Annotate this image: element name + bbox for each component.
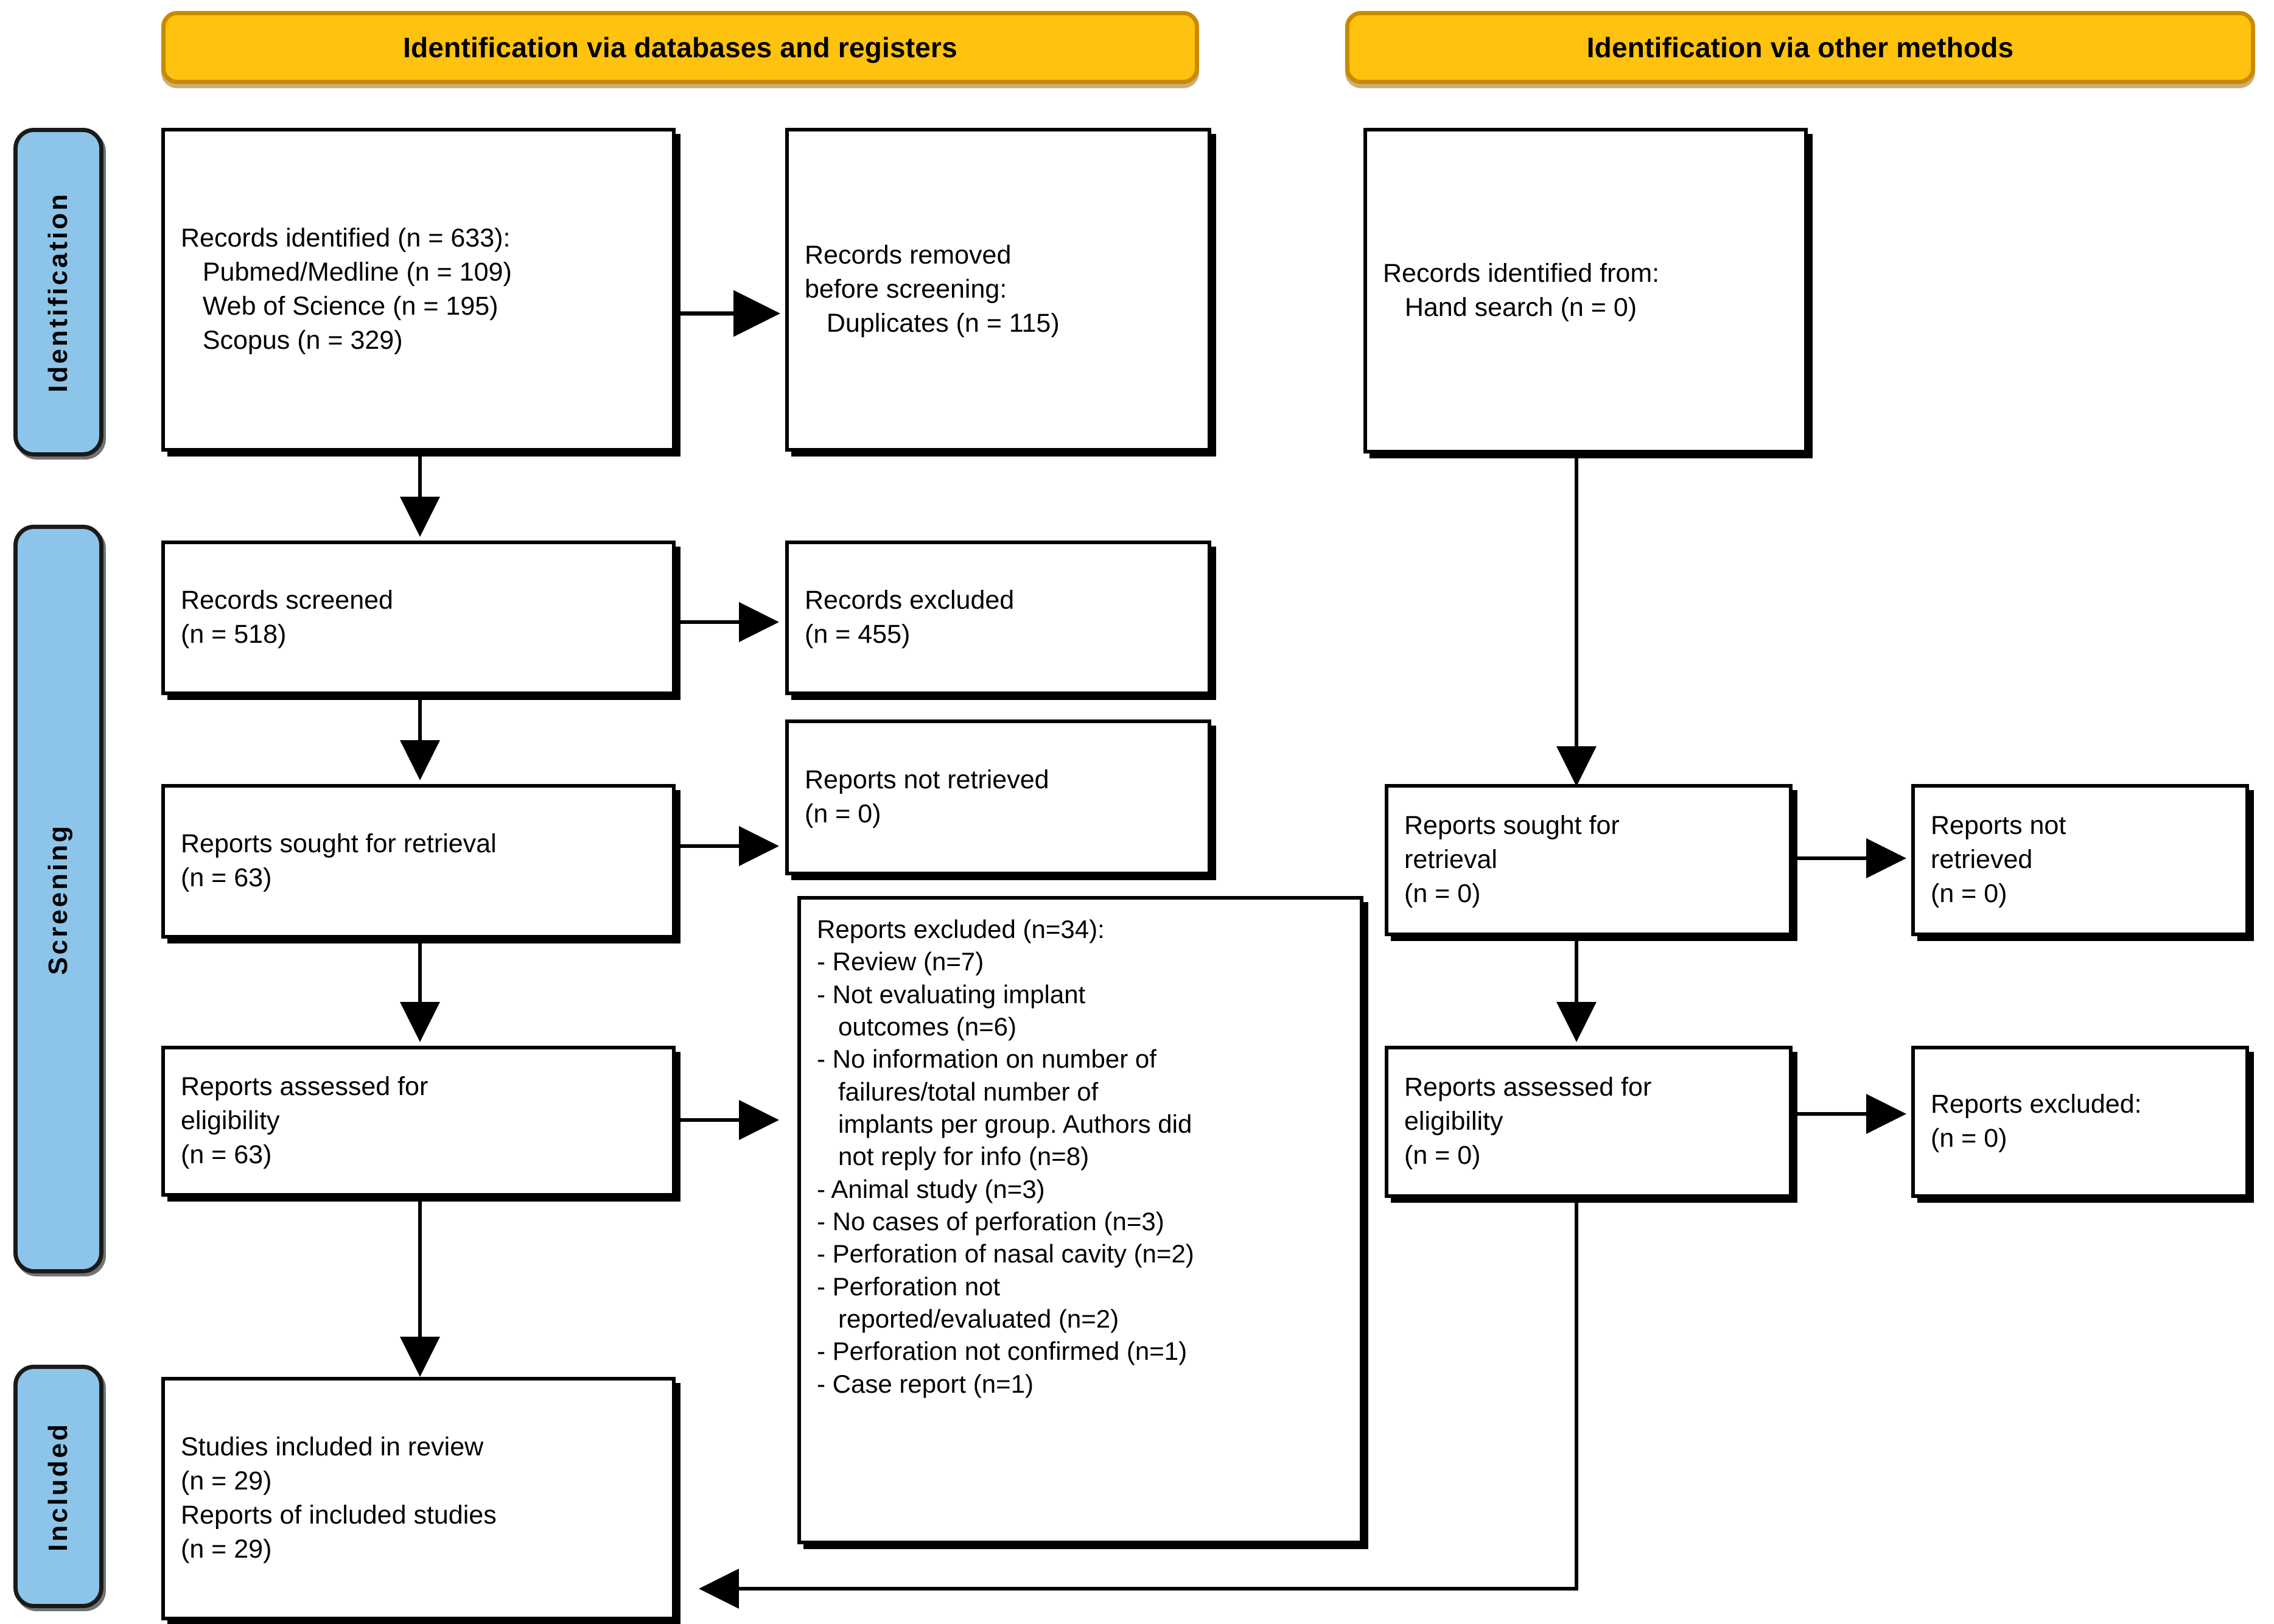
stage-label-identification: Identification bbox=[13, 128, 103, 457]
box-reports-sought-other: Reports sought for retrieval (n = 0) bbox=[1385, 784, 1793, 936]
box-reports-not-retrieved-other: Reports not retrieved (n = 0) bbox=[1911, 784, 2249, 936]
banner-identification-databases: Identification via databases and registe… bbox=[161, 11, 1199, 84]
box-reports-excluded-other: Reports excluded: (n = 0) bbox=[1911, 1046, 2249, 1198]
stage-label-screening: Screening bbox=[13, 525, 103, 1273]
box-reports-not-retrieved: Reports not retrieved (n = 0) bbox=[785, 719, 1211, 875]
stage-label-text: Screening bbox=[43, 823, 73, 975]
stage-label-text: Identification bbox=[43, 192, 73, 393]
box-records-screened: Records screened (n = 518) bbox=[161, 541, 676, 695]
box-records-identified: Records identified (n = 633): Pubmed/Med… bbox=[161, 128, 676, 452]
box-reports-assessed: Reports assessed for eligibility (n = 63… bbox=[161, 1046, 676, 1197]
stage-label-text: Included bbox=[43, 1421, 73, 1552]
box-records-identified-other: Records identified from: Hand search (n … bbox=[1363, 128, 1808, 453]
box-reports-sought: Reports sought for retrieval (n = 63) bbox=[161, 784, 676, 939]
stage-label-included: Included bbox=[13, 1365, 103, 1608]
box-reports-excluded-detail: Reports excluded (n=34): - Review (n=7) … bbox=[797, 896, 1363, 1544]
banner-identification-other: Identification via other methods bbox=[1345, 11, 2255, 84]
banner-label: Identification via other methods bbox=[1586, 32, 2014, 63]
box-reports-assessed-other: Reports assessed for eligibility (n = 0) bbox=[1385, 1046, 1793, 1198]
box-studies-included: Studies included in review (n = 29) Repo… bbox=[161, 1377, 676, 1620]
banner-label: Identification via databases and registe… bbox=[403, 32, 957, 63]
box-records-excluded: Records excluded (n = 455) bbox=[785, 541, 1211, 695]
box-records-removed: Records removed before screening: Duplic… bbox=[785, 128, 1211, 452]
